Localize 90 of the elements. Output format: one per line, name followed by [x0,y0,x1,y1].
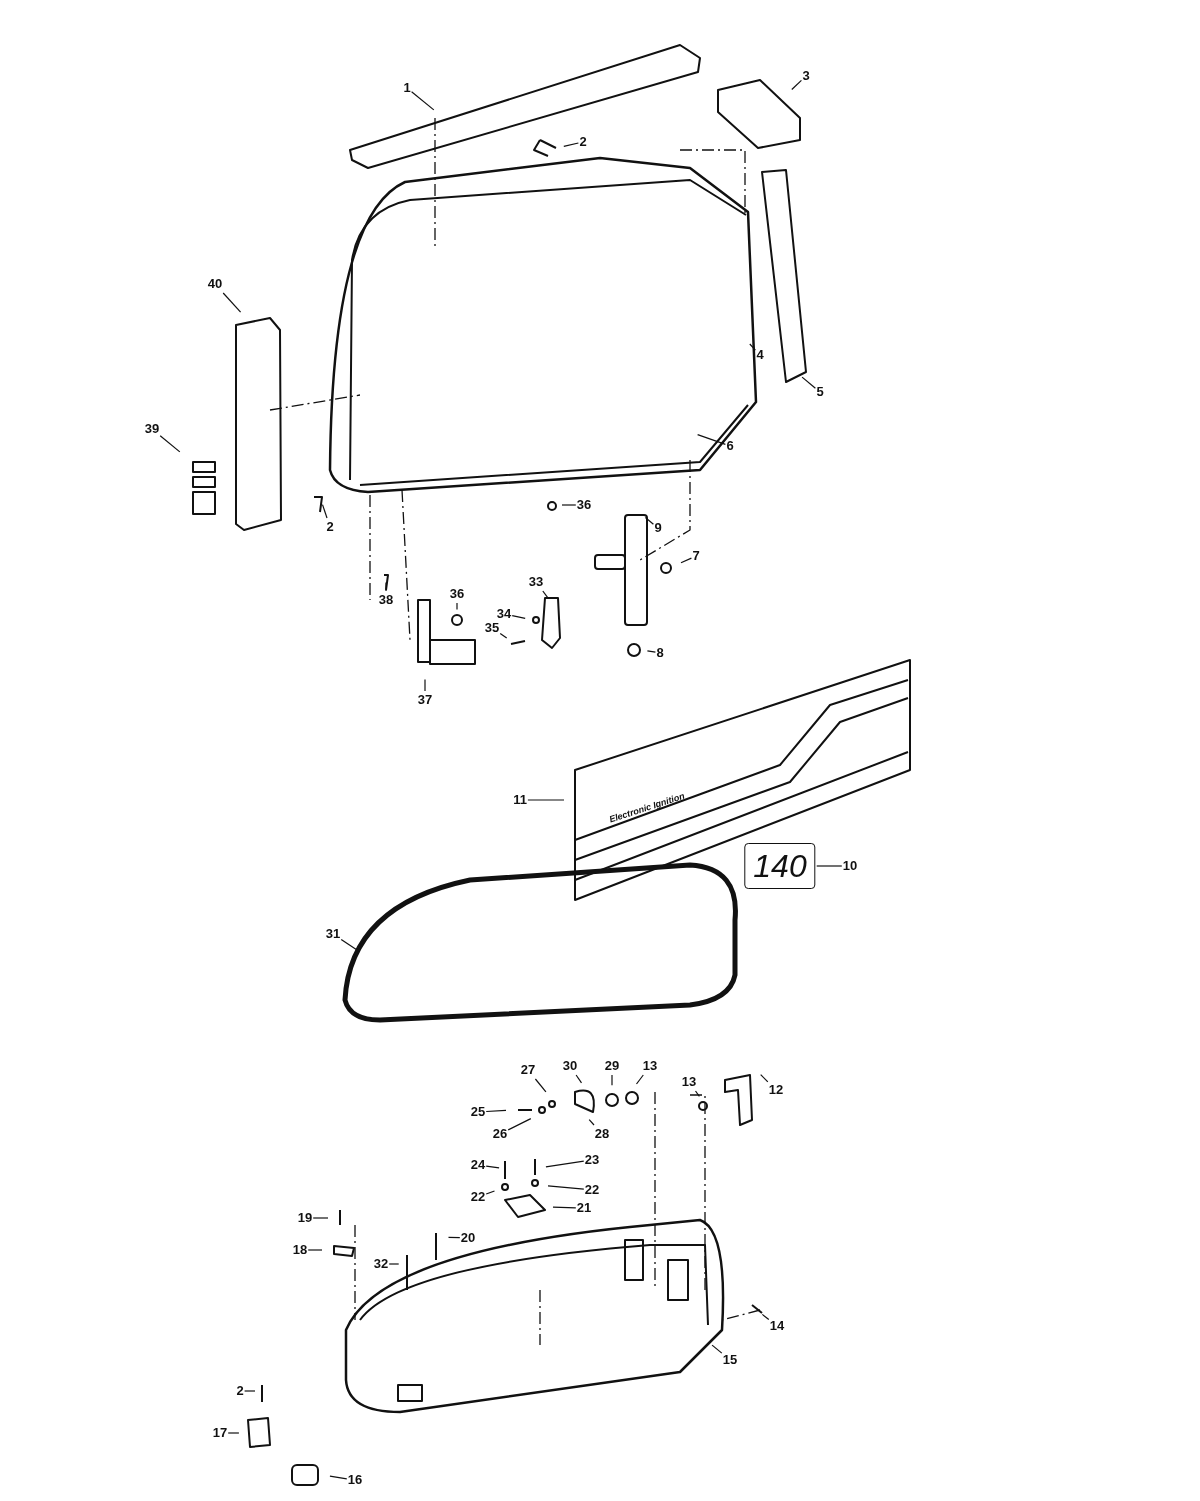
leader-line [791,79,802,91]
callout-number: 38 [378,592,394,608]
leader-line [222,292,242,313]
callout-number: 10 [842,858,858,874]
leader-line [646,650,656,653]
callout-number: 16 [347,1472,363,1488]
callout-number: 18 [292,1242,308,1258]
leader-line [244,1390,256,1392]
leader-line [227,1432,240,1434]
leader-line [680,557,692,564]
callout-number: 40 [207,276,223,292]
leader-line [507,1118,532,1131]
callout-number: 22 [584,1182,600,1198]
leader-line [307,1249,323,1251]
callout-number: 25 [470,1104,486,1120]
leader-line [485,1165,500,1169]
leader-line [547,1185,585,1190]
leader-line [611,1074,613,1086]
callout-number: 34 [496,606,512,622]
leader-line [749,343,756,351]
callout-number: 14 [769,1318,785,1334]
callout-number: 21 [576,1200,592,1216]
leader-line [499,633,508,639]
leader-line [312,1217,329,1219]
leader-line [329,1475,348,1480]
callout-number: 26 [492,1126,508,1142]
leader-line [321,504,328,519]
leader-line [447,1236,461,1239]
callout-number: 19 [297,1210,313,1226]
callout-number: 2 [326,519,334,535]
callout-number: 35 [484,620,500,636]
callout-number: 12 [768,1082,784,1098]
callout-number: 5 [816,384,824,400]
callout-number: 24 [470,1157,486,1173]
callout-number: 9 [654,520,662,536]
callout-number: 39 [144,421,160,437]
leader-line [552,1206,577,1209]
leader-line [760,1074,769,1083]
leader-line [534,1078,547,1093]
callout-number: 13 [681,1074,697,1090]
leader-line [456,602,458,611]
callout-number: 4 [756,347,764,363]
leader-line [801,376,816,389]
callout-number: 2 [236,1383,244,1399]
leader-line [761,1313,770,1321]
callout-number: 27 [520,1062,536,1078]
callout-number: 23 [584,1152,600,1168]
leader-line [711,1344,723,1354]
callout-number: 31 [325,926,341,942]
leader-line [545,1160,585,1168]
number-decal: 140 [744,843,816,889]
callout-number: 36 [449,586,465,602]
callout-number: 22 [470,1189,486,1205]
callout-number: 11 [513,792,527,808]
callout-number: 8 [656,645,664,661]
leader-line [816,865,843,867]
callout-number: 1 [403,80,411,96]
leader-line [385,582,387,592]
callout-number: 37 [417,692,433,708]
leader-line [542,590,549,599]
leader-line [561,504,577,506]
leader-line [635,1074,644,1085]
leader-line [697,434,726,445]
callout-number: 28 [594,1126,610,1142]
callout-number: 13 [642,1058,658,1074]
leader-line [588,1119,595,1126]
leader-line [411,91,435,111]
callout-number: 30 [562,1058,578,1074]
leader-line [159,435,181,453]
callout-number: 32 [373,1256,389,1272]
callout-number: 36 [576,497,592,513]
leader-line [563,142,579,147]
leader-line [388,1263,400,1265]
callout-number: 20 [460,1230,476,1246]
leader-line [644,516,654,525]
leader-line [485,1190,496,1195]
callout-number: 7 [692,548,700,564]
leader-line [485,1109,507,1113]
callout-number: 33 [528,574,544,590]
callout-number: 6 [726,438,734,454]
leader-line [424,679,426,692]
callout-number: 3 [802,68,810,84]
leader-line [511,615,526,619]
callout-number: 15 [722,1352,738,1368]
leader-line [527,799,565,801]
callout-number: 2 [579,134,587,150]
leader-line [694,1090,700,1097]
callout-number: 29 [604,1058,620,1074]
callout-number: 17 [212,1425,228,1441]
leader-line [575,1074,583,1084]
